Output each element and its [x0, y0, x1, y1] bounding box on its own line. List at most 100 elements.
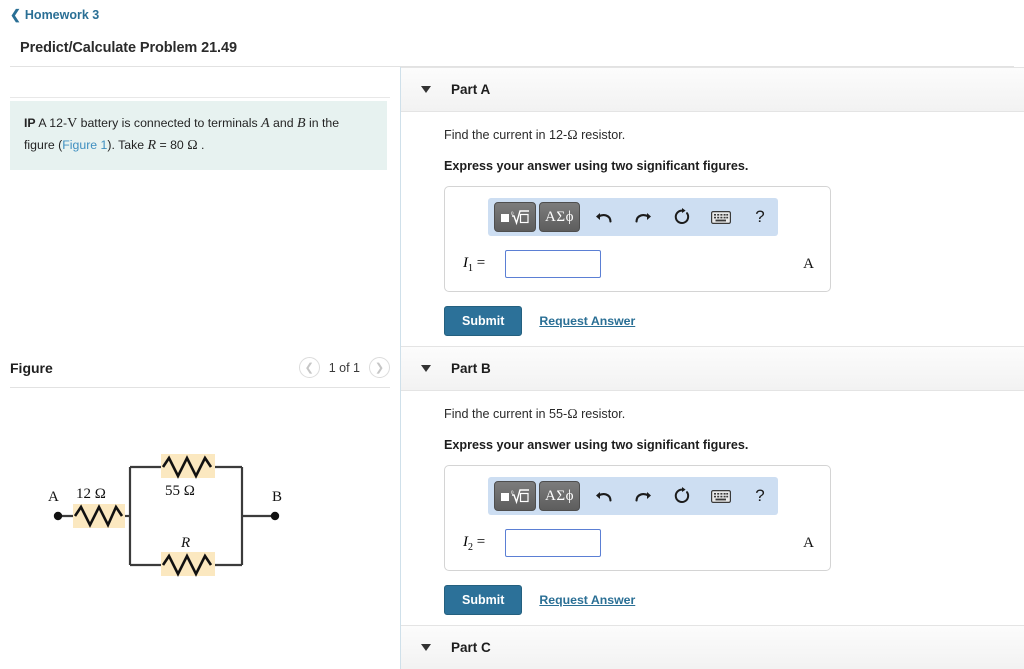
- part-a-header[interactable]: Part A: [401, 67, 1024, 112]
- terminal-b-dot: [270, 511, 280, 521]
- part-a-equals: =: [476, 254, 486, 271]
- part-b-prompt: Find the current in 55-Ω resistor.: [444, 407, 1024, 423]
- help-icon[interactable]: ?: [755, 486, 765, 505]
- figure-divider: [10, 387, 390, 388]
- redo-icon[interactable]: [628, 482, 658, 510]
- part-b-variable-label: I2 =: [463, 534, 505, 553]
- ohm-icon: Ω: [567, 407, 578, 422]
- content-columns: IP A 12-V battery is connected to termin…: [0, 67, 1024, 669]
- part-a-var-letter: I: [463, 254, 468, 271]
- part-b-answer-box: 0 ΑΣϕ: [444, 465, 831, 571]
- keyboard-icon[interactable]: [706, 203, 736, 231]
- part-b-body: Find the current in 55-Ω resistor. Expre…: [401, 391, 1024, 625]
- figure-navigation: ❮ 1 of 1 ❯: [298, 357, 390, 378]
- part-a-label: Part A: [451, 82, 491, 97]
- terminal-b-label: B: [272, 489, 282, 505]
- keyboard-icon[interactable]: [706, 482, 736, 510]
- statement-var-v: V: [67, 116, 78, 131]
- figure-prev-button[interactable]: ❮: [298, 357, 320, 378]
- figure-title: Figure: [10, 359, 53, 376]
- statement-var-b: B: [296, 116, 306, 131]
- part-b-math-toolbar: 0 ΑΣϕ: [488, 477, 778, 515]
- series-resistor-label: 12 Ω: [76, 486, 106, 502]
- page-title: Predict/Calculate Problem 21.49: [20, 40, 237, 56]
- figure-header: Figure ❮ 1 of 1 ❯: [10, 357, 390, 378]
- figure-count-label: 1 of 1: [328, 360, 360, 375]
- undo-icon[interactable]: [589, 482, 619, 510]
- header-divider: [10, 66, 1014, 67]
- part-a-submit-button[interactable]: Submit: [444, 306, 523, 336]
- chevron-left-icon: ❮: [10, 7, 21, 22]
- top-resistor-label: 55 Ω: [165, 483, 195, 499]
- part-a-var-sub: 1: [468, 262, 473, 274]
- figure-next-button[interactable]: ❯: [369, 357, 390, 378]
- part-a-answer-box: 0 ΑΣϕ: [444, 186, 831, 292]
- collapse-caret-icon: [421, 86, 431, 93]
- template-glyph: 0: [501, 488, 529, 504]
- part-b-submit-row: Submit Request Answer: [444, 585, 1024, 615]
- left-panel: IP A 12-V battery is connected to termin…: [0, 67, 400, 669]
- figure-1-link[interactable]: Figure 1: [62, 137, 108, 152]
- back-link-label: Homework 3: [24, 7, 100, 22]
- part-c-header[interactable]: Part C: [401, 625, 1024, 669]
- part-b-instruction: Express your answer using two significan…: [444, 438, 749, 452]
- statement-text-5: ). Take: [107, 137, 148, 152]
- undo-icon[interactable]: [589, 203, 619, 231]
- statement-ohm-symbol: Ω: [187, 137, 198, 153]
- part-a-unit-label: A: [803, 255, 814, 272]
- statement-text-4: in the figure (: [24, 116, 340, 152]
- part-b-request-answer-link[interactable]: Request Answer: [539, 593, 636, 607]
- part-a-answer-input[interactable]: [505, 250, 601, 278]
- terminal-a-label: A: [48, 489, 59, 505]
- part-b-answer-input[interactable]: [505, 529, 601, 557]
- part-b-submit-button[interactable]: Submit: [444, 585, 523, 615]
- redo-icon[interactable]: [628, 203, 658, 231]
- back-to-homework-link[interactable]: ❮ Homework 3: [10, 8, 99, 22]
- statement-text-1: A 12-: [35, 116, 68, 130]
- statement-ip-tag: IP: [24, 116, 36, 130]
- template-icon[interactable]: 0: [494, 481, 536, 511]
- statement-divider: [10, 97, 390, 98]
- part-a-request-answer-link[interactable]: Request Answer: [539, 314, 636, 328]
- part-a-prompt: Find the current in 12-Ω resistor.: [444, 128, 1024, 144]
- circuit-figure: A B 12 Ω 55 Ω R: [20, 437, 360, 597]
- part-a-answer-row: I1 = A: [445, 250, 830, 278]
- column-divider: [400, 67, 401, 669]
- part-a-variable-label: I1 =: [463, 255, 505, 274]
- collapse-caret-icon: [421, 365, 431, 372]
- template-glyph: 0: [501, 209, 529, 225]
- part-b-label: Part B: [451, 361, 491, 376]
- reset-icon[interactable]: [667, 203, 697, 231]
- statement-var-r: R: [147, 137, 157, 153]
- part-b-equals: =: [476, 533, 486, 550]
- help-icon[interactable]: ?: [755, 207, 765, 226]
- statement-text-2: battery is connected to terminals: [77, 116, 262, 130]
- part-b-answer-row: I2 = A: [445, 529, 830, 557]
- part-a-instruction: Express your answer using two significan…: [444, 159, 749, 173]
- svg-text:0: 0: [511, 491, 514, 496]
- part-b-var-letter: I: [463, 533, 468, 550]
- part-a-body: Find the current in 12-Ω resistor. Expre…: [401, 112, 1024, 346]
- part-a-prompt-pre: Find the current in 12-: [444, 128, 568, 142]
- greek-symbols-button[interactable]: ΑΣϕ: [539, 202, 580, 232]
- problem-statement: IP A 12-V battery is connected to termin…: [10, 101, 387, 171]
- terminal-a-dot: [53, 511, 63, 521]
- part-a-prompt-post: resistor.: [577, 128, 626, 142]
- reset-icon[interactable]: [667, 482, 697, 510]
- collapse-caret-icon: [421, 644, 431, 651]
- part-b-header[interactable]: Part B: [401, 346, 1024, 391]
- statement-text-3: and: [269, 116, 297, 130]
- part-b-prompt-post: resistor.: [577, 407, 626, 421]
- part-b-prompt-pre: Find the current in 55-: [444, 407, 568, 421]
- part-b-unit-label: A: [803, 534, 814, 551]
- top-bar: ❮ Homework 3 Predict/Calculate Problem 2…: [0, 0, 1024, 57]
- template-icon[interactable]: 0: [494, 202, 536, 232]
- svg-text:0: 0: [511, 212, 514, 217]
- part-a-math-toolbar: 0 ΑΣϕ: [488, 198, 778, 236]
- part-c-label: Part C: [451, 640, 491, 655]
- statement-text-6: = 80: [156, 137, 188, 152]
- bottom-resistor-label: R: [180, 535, 190, 551]
- greek-symbols-button[interactable]: ΑΣϕ: [539, 481, 580, 511]
- ohm-icon: Ω: [567, 128, 578, 143]
